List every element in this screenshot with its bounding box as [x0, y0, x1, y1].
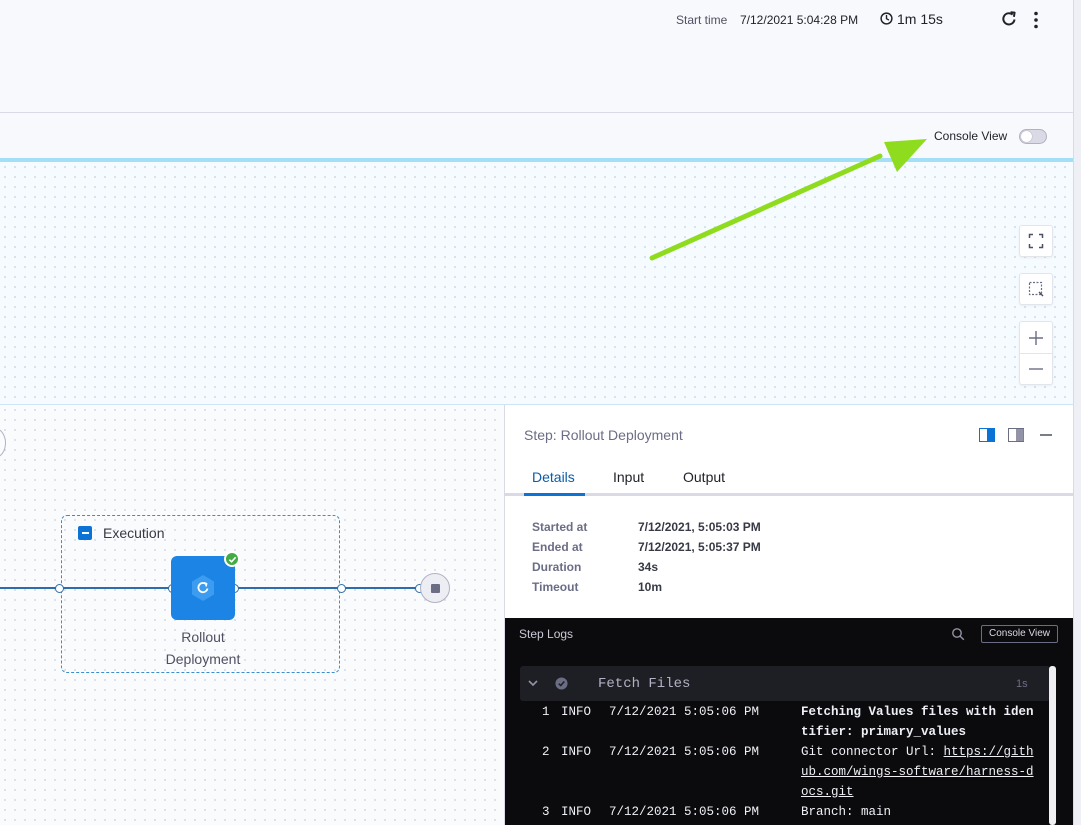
ended-at-label: Ended at: [532, 540, 583, 554]
timeout-value: 10m: [638, 580, 663, 594]
execution-header: Start time 7/12/2021 5:04:28 PM 1m 15s: [0, 0, 1073, 113]
edge-connector: [55, 584, 64, 593]
toggle-knob: [1021, 131, 1032, 142]
tabs-divider: [504, 493, 1073, 496]
graph-toolbar: [0, 113, 1073, 159]
tab-input[interactable]: Input: [613, 469, 645, 485]
log-line-number: 2: [542, 745, 550, 759]
step-label-line2: Deployment: [165, 651, 241, 667]
zoom-in-icon: [1029, 330, 1043, 345]
split-view-icon[interactable]: [979, 428, 995, 442]
log-message: Git connector Url: https://github.com/wi…: [801, 742, 1041, 802]
zoom-out-icon: [1029, 368, 1043, 370]
step-success-badge: [224, 551, 240, 567]
zoom-controls: [1019, 321, 1053, 385]
minimize-icon[interactable]: [1038, 428, 1054, 442]
search-icon[interactable]: [951, 627, 965, 641]
rollout-deployment-step-node[interactable]: [171, 556, 235, 620]
step-logs-panel: [505, 618, 1073, 825]
duration-value: 34s: [638, 560, 659, 574]
log-time: 7/12/2021 5:05:06 PM: [609, 705, 760, 719]
pipeline-stage-canvas[interactable]: [0, 162, 1073, 405]
refresh-icon[interactable]: [1000, 10, 1018, 28]
started-at-label: Started at: [532, 520, 588, 534]
fullscreen-icon: [1028, 233, 1044, 249]
page-scrollbar-track: [1073, 0, 1081, 825]
zoom-out-button[interactable]: [1020, 353, 1052, 384]
kebab-menu-icon[interactable]: [1028, 10, 1044, 30]
graph-edge: [0, 587, 171, 589]
log-level: INFO: [561, 805, 592, 819]
log-section-time: 1s: [1016, 678, 1028, 690]
log-line-number: 3: [542, 805, 550, 819]
zoom-in-button[interactable]: [1020, 322, 1052, 353]
console-view-label: Console View: [934, 129, 1008, 143]
log-line-number: 1: [542, 705, 550, 719]
log-message: Fetching Values files with identifier: p…: [801, 705, 1034, 739]
active-tab-indicator: [524, 493, 585, 496]
timeout-label: Timeout: [532, 580, 579, 594]
select-area-button[interactable]: [1019, 273, 1053, 305]
execution-duration: 1m 15s: [897, 11, 943, 27]
tab-output[interactable]: Output: [683, 469, 726, 485]
log-level: INFO: [561, 705, 592, 719]
graph-edge: [235, 587, 425, 589]
check-icon: [228, 556, 236, 563]
log-time: 7/12/2021 5:05:06 PM: [609, 745, 760, 759]
execution-group: [61, 515, 340, 673]
log-level: INFO: [561, 745, 592, 759]
logs-scrollbar[interactable]: [1049, 666, 1056, 825]
git-connector-url-link[interactable]: https://github.com/wings-software/harnes…: [801, 745, 1034, 799]
collapse-execution-button[interactable]: [78, 526, 92, 540]
log-message-prefix: Git connector Url:: [801, 745, 944, 759]
started-at-value: 7/12/2021, 5:05:03 PM: [638, 520, 761, 534]
step-label-line1: Rollout: [181, 629, 225, 645]
success-circle-icon: [555, 677, 568, 690]
ended-at-value: 7/12/2021, 5:05:37 PM: [638, 540, 761, 554]
log-section-fetch-files[interactable]: [520, 666, 1050, 701]
rollout-icon: [192, 575, 214, 601]
start-time-label: Start time: [676, 13, 728, 27]
edge-connector: [337, 584, 346, 593]
log-time: 7/12/2021 5:05:06 PM: [609, 805, 760, 819]
log-section-title: Fetch Files: [598, 676, 691, 692]
step-graph-canvas[interactable]: [0, 405, 504, 825]
execution-label: Execution: [103, 525, 165, 541]
logs-console-view-button[interactable]: Console View: [981, 625, 1058, 643]
fullscreen-button[interactable]: [1019, 225, 1053, 257]
panel-view-icon[interactable]: [1008, 428, 1024, 442]
step-panel-title: Step: Rollout Deployment: [524, 427, 683, 443]
start-time-value: 7/12/2021 5:04:28 PM: [740, 13, 859, 27]
stage-divider: [0, 158, 1073, 162]
select-area-icon: [1028, 281, 1044, 297]
console-view-toggle[interactable]: [1019, 129, 1047, 144]
pipeline-end-node: [420, 573, 450, 603]
duration-label: Duration: [532, 560, 582, 574]
log-message: Branch: main: [801, 805, 892, 819]
step-node-label: Rollout Deployment: [152, 626, 254, 670]
chevron-down-icon[interactable]: [527, 678, 539, 688]
step-logs-title: Step Logs: [519, 627, 574, 641]
clock-icon: [880, 12, 893, 25]
tab-details[interactable]: Details: [532, 469, 575, 485]
